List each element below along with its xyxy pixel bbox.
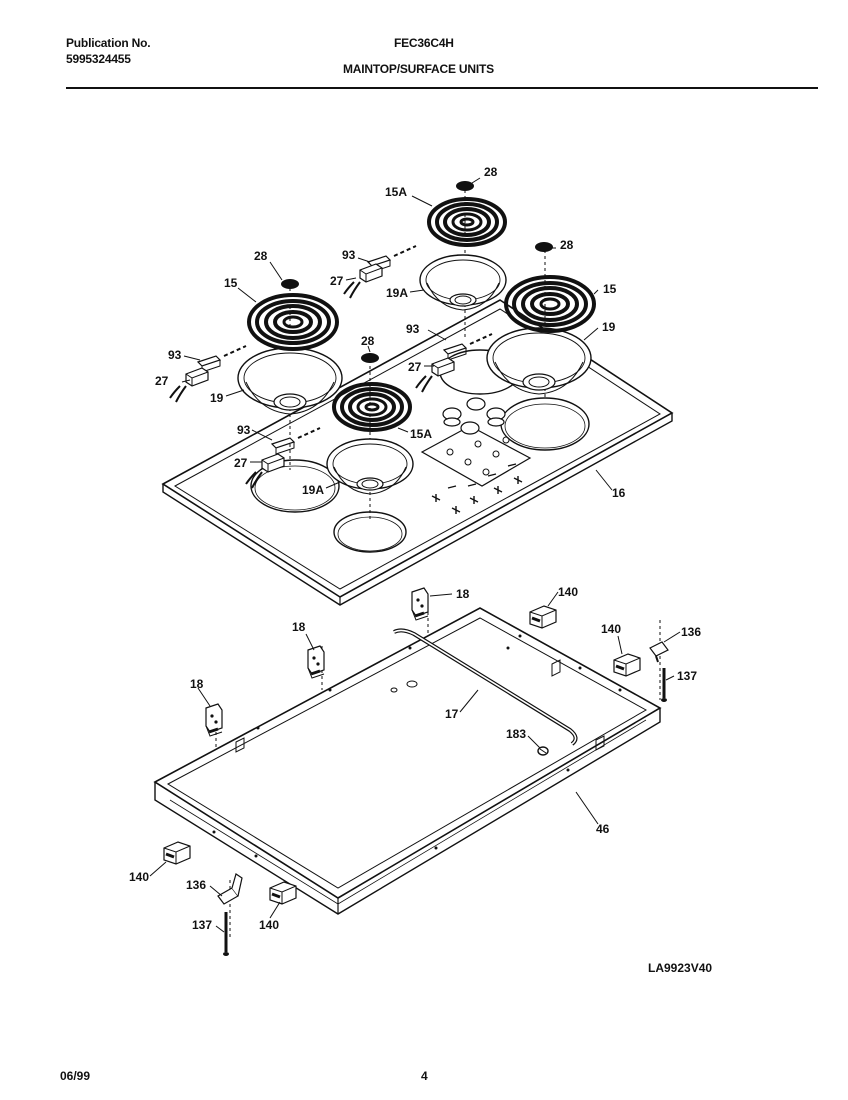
diagram-code: LA9923V40 [648, 961, 713, 975]
callout-28: 28 [484, 165, 498, 179]
page-number: 4 [421, 1069, 428, 1083]
callout-15a: 15A [410, 427, 432, 441]
publication-number: 5995324455 [66, 52, 131, 66]
callout-136: 136 [681, 625, 701, 639]
callout-27: 27 [408, 360, 422, 374]
callout-27: 27 [330, 274, 344, 288]
callout-16: 16 [612, 486, 626, 500]
trim-28-center [361, 353, 379, 363]
callout-46: 46 [596, 822, 610, 836]
callout-136: 136 [186, 878, 206, 892]
callout-183: 183 [506, 727, 526, 741]
hinge-18-left [204, 702, 224, 738]
screw-137-left [223, 912, 229, 956]
callout-18: 18 [456, 587, 470, 601]
hinge-18-top [410, 586, 430, 622]
callout-17: 17 [445, 707, 459, 721]
trim-28-right [535, 242, 553, 252]
section-title: MAINTOP/SURFACE UNITS [343, 62, 494, 76]
hinge-18-mid [306, 644, 326, 680]
callout-28: 28 [361, 334, 375, 348]
callout-27: 27 [234, 456, 248, 470]
callout-93: 93 [342, 248, 356, 262]
callout-19a: 19A [302, 483, 324, 497]
trim-28-top [456, 181, 474, 191]
publication-date: 06/99 [60, 1069, 91, 1083]
callout-15: 15 [603, 282, 617, 296]
surface-unit-15-left [247, 293, 339, 352]
callout-15a: 15A [385, 185, 407, 199]
callout-19: 19 [210, 391, 224, 405]
screw-137-right [661, 668, 667, 702]
callout-27: 27 [155, 374, 169, 388]
callout-28: 28 [254, 249, 268, 263]
callout-140: 140 [259, 918, 279, 932]
terminal-27-top [343, 263, 383, 299]
model-number: FEC36C4H [394, 36, 454, 50]
callout-93: 93 [168, 348, 182, 362]
trim-28-left [281, 279, 299, 289]
maintop-panel [161, 299, 674, 606]
callout-15: 15 [224, 276, 238, 290]
surface-unit-15-right [504, 275, 596, 334]
callout-140: 140 [558, 585, 578, 599]
callout-140: 140 [129, 870, 149, 884]
surface-unit-15a-top [427, 197, 507, 247]
leveler-140-right [612, 652, 642, 678]
clip-136-left [217, 873, 243, 905]
callout-19a: 19A [386, 286, 408, 300]
callout-28: 28 [560, 238, 574, 252]
leveler-140-bottom [268, 880, 298, 906]
leader-lines [149, 177, 681, 933]
callout-19: 19 [602, 320, 616, 334]
header-rule [66, 87, 818, 89]
callout-140: 140 [601, 622, 621, 636]
publication-label: Publication No. [66, 36, 151, 50]
terminal-27-left [169, 367, 209, 403]
drip-bowl-19a-top [419, 254, 507, 311]
leveler-140-top [528, 604, 558, 630]
bottom-pan-46 [153, 607, 662, 915]
callout-18: 18 [190, 677, 204, 691]
callout-137: 137 [192, 918, 212, 932]
screw-183 [537, 746, 549, 756]
callout-18: 18 [292, 620, 306, 634]
clip-136-right [649, 641, 669, 663]
bracket-93-left [197, 345, 247, 373]
callout-137: 137 [677, 669, 697, 683]
callout-93: 93 [406, 322, 420, 336]
leveler-140-left [162, 840, 192, 866]
callout-93: 93 [237, 423, 251, 437]
